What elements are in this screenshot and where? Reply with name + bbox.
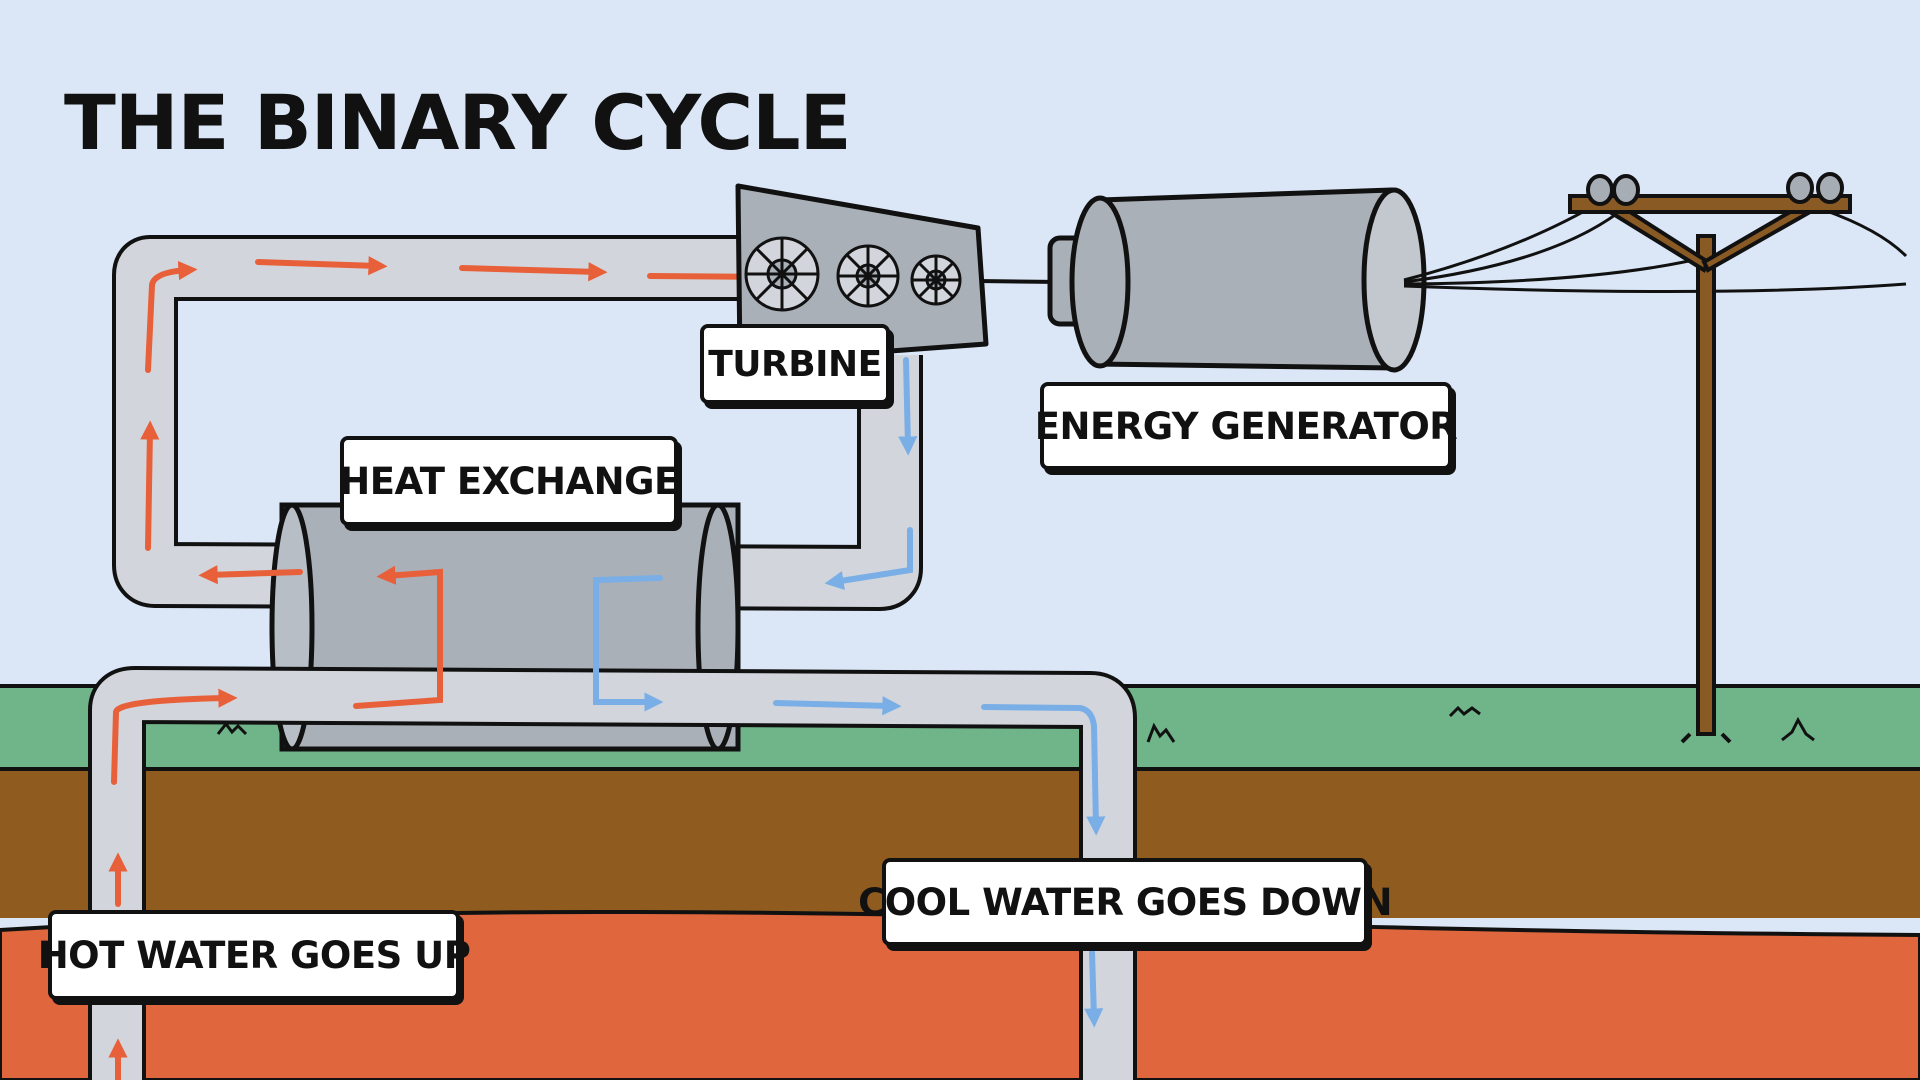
cool-flow-arrows <box>593 357 1106 1028</box>
energy-generator-body <box>1047 187 1427 373</box>
energy-generator-label: ENERGY GENERATOR <box>1035 382 1458 470</box>
cool-arrow <box>773 696 902 716</box>
hot-arrow <box>145 260 198 373</box>
grass-tuft <box>1146 722 1176 743</box>
cool-arrow <box>1084 949 1104 1028</box>
cool-water-label: COOL WATER GOES DOWN <box>858 858 1392 946</box>
diagram-title: THE BINARY CYCLE <box>64 78 852 167</box>
utility-pole <box>1568 172 1852 744</box>
grass-tuft <box>1781 716 1815 742</box>
hot-arrow <box>198 565 303 585</box>
cool-arrow <box>593 575 664 712</box>
hot-water-label: HOT WATER GOES UP <box>38 910 471 1000</box>
grass-tuft <box>1448 705 1481 718</box>
hot-arrow <box>255 256 388 276</box>
hot-arrow <box>140 420 160 551</box>
turbine-blade-3 <box>910 254 962 306</box>
hot-arrow <box>459 262 608 282</box>
turbine-blade-2 <box>836 244 900 308</box>
cool-arrow <box>824 527 913 590</box>
hot-arrow <box>111 688 238 785</box>
cool-arrow <box>981 704 1106 836</box>
grass-tuft <box>216 721 248 736</box>
cool-arrow <box>898 357 918 456</box>
heat-exchange-label: HEAT EXCHANGE <box>339 436 679 526</box>
turbine-housing <box>735 183 989 365</box>
hot-arrow <box>353 565 443 709</box>
turbine-label: TURBINE <box>700 324 890 404</box>
turbine-blade-1 <box>744 236 820 312</box>
